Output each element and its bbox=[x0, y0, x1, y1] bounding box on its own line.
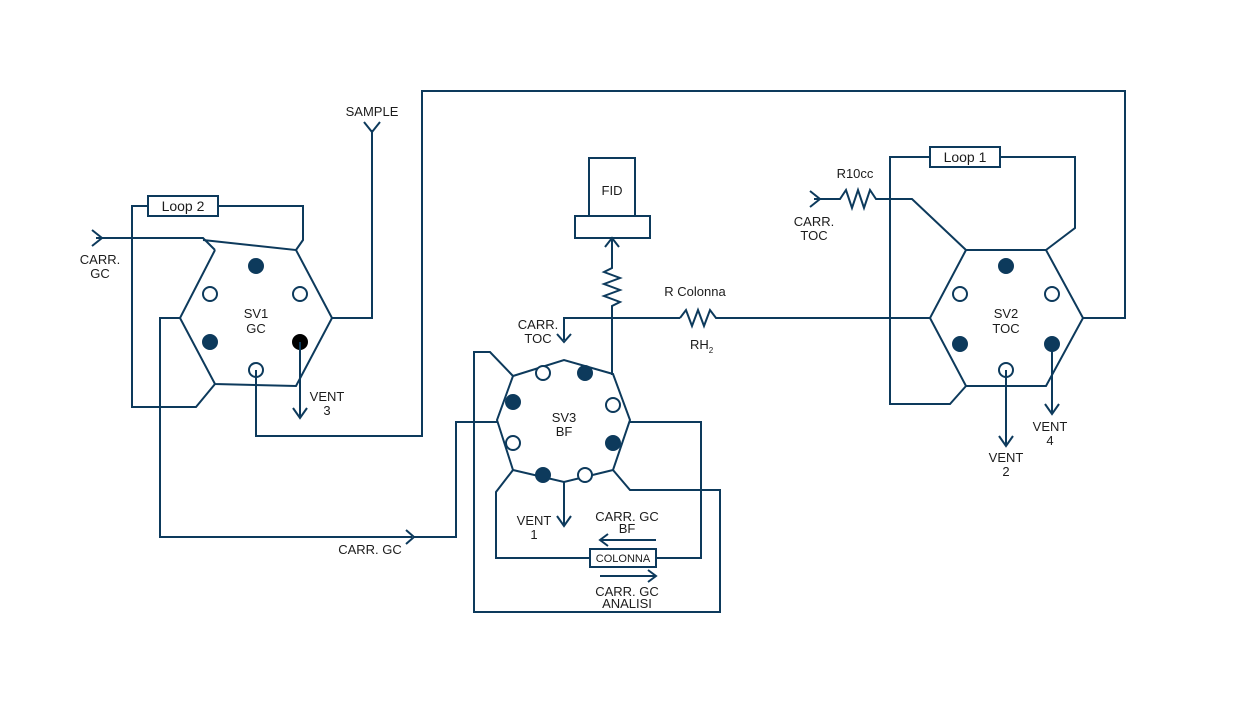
carr-gc-bottom-to-sv3 bbox=[414, 421, 497, 538]
sv3-port-bottom-left bbox=[535, 467, 551, 483]
sv2-name: SV2 bbox=[994, 306, 1019, 321]
sample-line bbox=[332, 130, 373, 319]
sv2-port-upper-left bbox=[952, 286, 968, 302]
loop2: Loop 2 bbox=[131, 195, 304, 408]
sv2-mode: TOC bbox=[992, 321, 1019, 336]
sv3-mode: BF bbox=[556, 424, 573, 439]
carr-gc-analisi-label-1: CARR. GC bbox=[595, 584, 659, 599]
carr-gc-left-line bbox=[96, 237, 216, 251]
rh2-main: RH bbox=[690, 337, 709, 352]
sv1-name: SV1 bbox=[244, 306, 269, 321]
carr-gc-bottom-label: CARR. GC bbox=[338, 542, 402, 557]
sample-label: SAMPLE bbox=[346, 104, 399, 119]
fid-detector: FID bbox=[574, 157, 651, 239]
vent1-arrow bbox=[556, 515, 572, 528]
vent1-label-1: VENT bbox=[517, 513, 552, 528]
carr-toc-right-label-2: TOC bbox=[800, 228, 827, 243]
sv2-port-lower-left bbox=[952, 336, 968, 352]
sv1-mode: GC bbox=[246, 321, 266, 336]
carr-gc-bf-arrowhead bbox=[598, 533, 609, 547]
sv1-port-upper-right bbox=[292, 286, 308, 302]
vent3-label-2: 3 bbox=[323, 403, 330, 418]
sv2-port-upper-right bbox=[1044, 286, 1060, 302]
carr-gc-analisi-label-2: ANALISI bbox=[602, 596, 652, 611]
fid-base bbox=[574, 215, 651, 239]
vent2-label-1: VENT bbox=[989, 450, 1024, 465]
carr-gc-left-arrow bbox=[91, 229, 104, 247]
r10cc-label: R10cc bbox=[837, 166, 874, 181]
sv1-port-lower-left bbox=[202, 334, 218, 350]
carr-toc-center-line bbox=[563, 317, 680, 340]
sv1-to-carr-gc-bottom bbox=[159, 317, 412, 538]
vent4-arrow bbox=[1044, 403, 1060, 416]
loop2-line-right bbox=[218, 205, 304, 251]
carr-toc-right-line bbox=[814, 186, 967, 251]
sv3-port-left-lower bbox=[505, 435, 521, 451]
sv3-port-right-upper bbox=[605, 397, 621, 413]
sv3-port-left-upper bbox=[505, 394, 521, 410]
sv3-port-top-left bbox=[535, 365, 551, 381]
sv2-valve: SV2 TOC bbox=[928, 249, 1085, 387]
carr-gc-left-label-1: CARR. bbox=[80, 252, 120, 267]
vent4-label-1: VENT bbox=[1033, 419, 1068, 434]
carr-gc-left-label-2: GC bbox=[90, 266, 110, 281]
sv3-port-bottom-right bbox=[577, 467, 593, 483]
carr-gc-analisi-arrowhead bbox=[647, 569, 658, 583]
carr-gc-bf-label-1: CARR. GC bbox=[595, 509, 659, 524]
rh2-label: RH2 bbox=[690, 337, 714, 355]
sv3-colonna-loop-right bbox=[630, 421, 702, 559]
sv1-port-upper-left bbox=[202, 286, 218, 302]
sample-arrow bbox=[363, 121, 381, 134]
carr-toc-right-arrow bbox=[809, 190, 822, 208]
carr-toc-center-label-1: CARR. bbox=[518, 317, 558, 332]
vent4-label-2: 4 bbox=[1046, 433, 1053, 448]
sv2-port-top bbox=[998, 258, 1014, 274]
fid-label: FID bbox=[602, 183, 623, 198]
r-colonna-resistor bbox=[679, 307, 930, 329]
loop1: Loop 1 bbox=[889, 146, 1076, 405]
vent2-arrow bbox=[998, 435, 1014, 448]
vent1-label-2: 1 bbox=[530, 527, 537, 542]
sv3-port-top-right bbox=[577, 365, 593, 381]
vent3-arrow bbox=[292, 407, 308, 420]
sv3-colonna-loop bbox=[495, 469, 590, 559]
carr-toc-center-arrow bbox=[556, 333, 572, 344]
loop1-line-left bbox=[889, 156, 967, 405]
r-colonna-label: R Colonna bbox=[664, 284, 726, 299]
vent3-label-1: VENT bbox=[310, 389, 345, 404]
colonna-label: COLONNA bbox=[596, 553, 651, 565]
loop1-line-right bbox=[1000, 156, 1076, 251]
rh2-sub: 2 bbox=[709, 346, 714, 355]
carr-toc-right-label-1: CARR. bbox=[794, 214, 834, 229]
sv3-port-right-lower bbox=[605, 435, 621, 451]
sv1-to-sv2-line bbox=[255, 90, 1126, 437]
carr-toc-center-label-2: TOC bbox=[524, 331, 551, 346]
loop1-label: Loop 1 bbox=[944, 149, 987, 165]
sv1-port-top bbox=[248, 258, 264, 274]
sv3-outer-loop bbox=[473, 351, 721, 613]
carr-gc-bf-label-2: BF bbox=[619, 521, 636, 536]
loop2-label: Loop 2 bbox=[162, 198, 205, 214]
loop2-box bbox=[147, 195, 219, 217]
colonna-box bbox=[589, 548, 657, 568]
fid-resistor bbox=[601, 238, 623, 375]
vent2-label-2: 2 bbox=[1002, 464, 1009, 479]
loop1-box bbox=[929, 146, 1001, 168]
sv3-valve: SV3 BF bbox=[495, 358, 632, 484]
sv1-valve: SV1 GC bbox=[178, 239, 334, 388]
loop2-line bbox=[131, 205, 216, 408]
sv3-name: SV3 bbox=[552, 410, 577, 425]
